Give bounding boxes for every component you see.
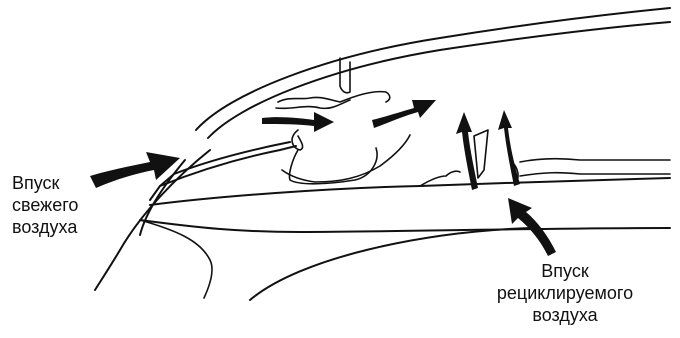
duct-upper-outline (278, 92, 390, 102)
airflow-arrow-2 (372, 100, 436, 128)
hood-outer-line (196, 8, 670, 130)
cowl-divider (340, 58, 350, 93)
airflow-arrow-1 (262, 112, 334, 132)
recirc-duct-bottom (520, 173, 670, 176)
recirc-air-intake-arrow (508, 198, 556, 256)
fresh-air-intake-label: Впуск свежего воздуха (12, 172, 78, 238)
body-deep-curve (140, 220, 670, 232)
plenum-housing (150, 146, 296, 200)
recirc-flap (474, 130, 488, 178)
recirc-duct-top (520, 159, 670, 162)
recirc-arrow-right (498, 110, 520, 186)
recirc-housing-left (420, 171, 460, 186)
recirculated-air-intake-label: Впуск рециклируемого воздуха (470, 260, 660, 326)
blower-body (292, 130, 303, 150)
body-lower-line (150, 178, 670, 205)
fender-lip-line (140, 220, 212, 298)
blower-chamber (289, 148, 377, 184)
